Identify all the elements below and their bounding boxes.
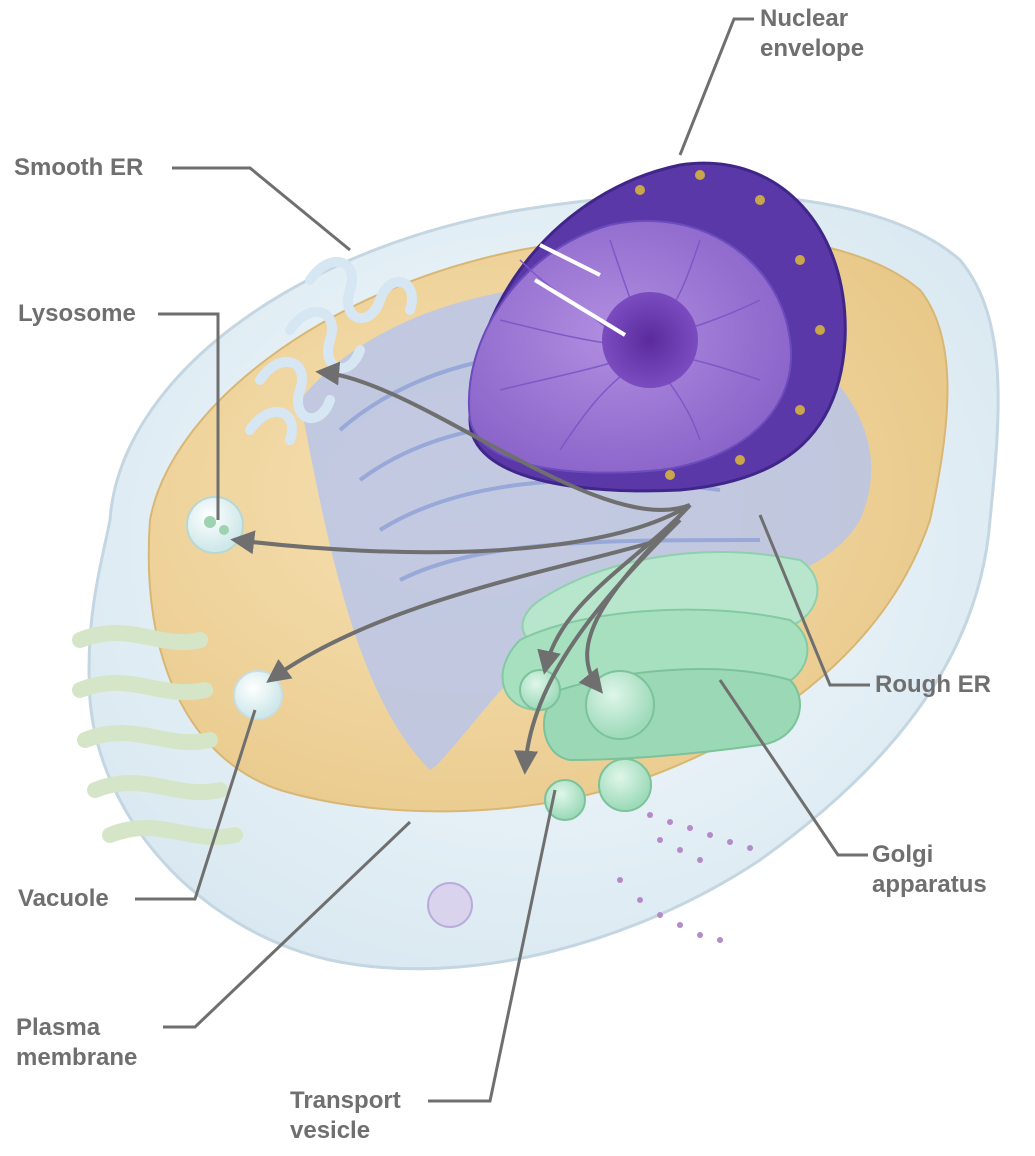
lysosome-shape — [187, 497, 243, 553]
label-lysosome: Lysosome — [18, 299, 136, 329]
label-nuclear-envelope: Nuclear envelope — [760, 4, 864, 64]
label-plasma-membrane-line2: membrane — [16, 1043, 137, 1073]
leader-nuclear-envelope — [680, 19, 754, 155]
label-golgi-line2: apparatus — [872, 870, 987, 900]
label-transport-vesicle-line1: Transport — [290, 1086, 401, 1116]
label-transport-vesicle-line2: vesicle — [290, 1116, 401, 1146]
membrane-vesicle-shape — [428, 883, 472, 927]
label-plasma-membrane: Plasma membrane — [16, 1013, 137, 1073]
label-golgi-line1: Golgi — [872, 840, 987, 870]
label-vacuole: Vacuole — [18, 884, 109, 914]
label-golgi-apparatus: Golgi apparatus — [872, 840, 987, 900]
label-smooth-er: Smooth ER — [14, 153, 143, 183]
label-transport-vesicle: Transport vesicle — [290, 1086, 401, 1146]
leader-smooth-er — [172, 168, 350, 250]
label-plasma-membrane-line1: Plasma — [16, 1013, 137, 1043]
label-rough-er: Rough ER — [875, 670, 991, 700]
label-nuclear-envelope-line2: envelope — [760, 34, 864, 64]
label-nuclear-envelope-line1: Nuclear — [760, 4, 864, 34]
